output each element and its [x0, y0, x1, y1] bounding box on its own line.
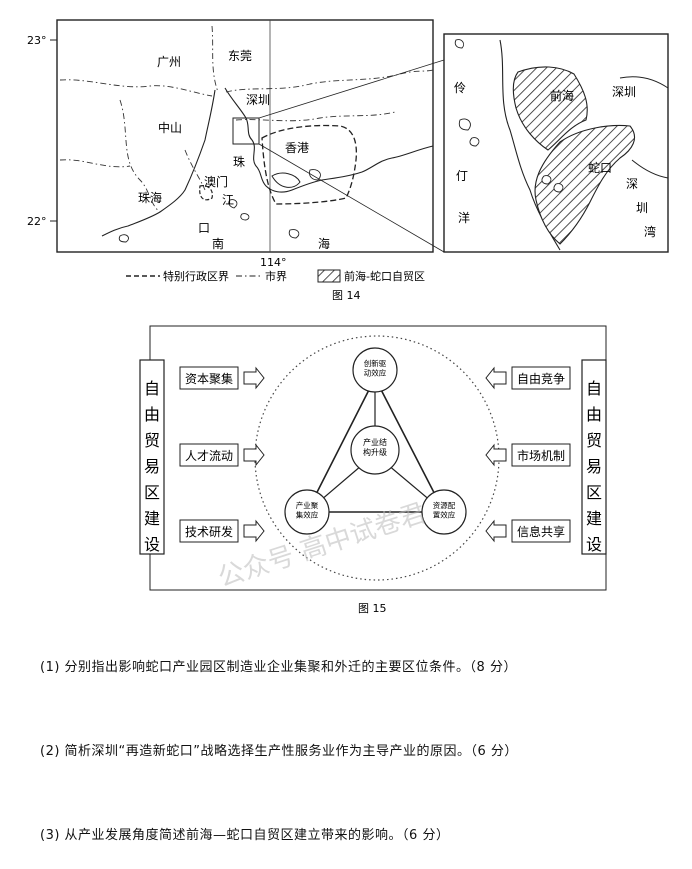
svg-text:人才流动: 人才流动 [185, 449, 233, 463]
inset-label-shen: 深 [626, 177, 638, 191]
question-2: (2) 简析深圳“再造新蛇口”战略选择生产性服务业作为主导产业的原因。（6 分） [40, 744, 518, 759]
right-arrow-2 [485, 443, 507, 467]
label-zhuhai: 珠海 [138, 190, 162, 205]
vertical-title-char: 区 [586, 483, 602, 502]
hongkong-sar-boundary [261, 124, 358, 205]
label-zhongshan: 中山 [158, 120, 182, 135]
label-shenzhen: 深圳 [246, 93, 270, 107]
label-nan: 南 [212, 236, 224, 251]
right-item-1: 自由竞争 [511, 366, 571, 390]
vertical-title-char: 由 [586, 405, 602, 424]
city-boundary-3 [225, 69, 434, 93]
right-item-2: 市场机制 [511, 443, 571, 467]
inset-label-yang: 洋 [458, 210, 470, 225]
label-macau: 澳门 [204, 174, 228, 189]
vertical-title-char: 自 [586, 379, 602, 398]
figure-14-caption: 图 14 [332, 289, 361, 300]
inset-label-shenzhen: 深圳 [612, 85, 636, 99]
island-5 [288, 229, 300, 239]
right-ftz-box [581, 359, 607, 555]
coastline-east [224, 87, 434, 193]
svg-text:自由竞争: 自由竞争 [517, 372, 565, 386]
question-1: (1) 分别指出影响蛇口产业园区制造业企业集聚和外迁的主要区位条件。（8 分） [40, 660, 517, 675]
vertical-title-char: 易 [586, 457, 602, 476]
left-item-2: 人才流动 [179, 443, 239, 467]
figure-14-map: 23° 22° 114° 广州 东莞 深圳 中山 香港 珠 江 澳门 珠海 口 … [27, 19, 669, 300]
island-3 [240, 213, 250, 221]
vertical-title-char: 贸 [586, 431, 602, 450]
inset-label-ling: 伶 [454, 81, 466, 95]
inset-label-ding: 仃 [456, 169, 468, 183]
left-arrow-3 [243, 519, 265, 543]
node-bottom-left-text: 产业聚集效应 [296, 500, 319, 520]
question-3: (3) 从产业发展角度简述前海—蛇口自贸区建立带来的影响。（6 分） [40, 828, 450, 843]
vertical-title-char: 设 [144, 535, 160, 554]
lat-22-label: 22° [27, 215, 47, 228]
vertical-title-char: 区 [144, 483, 160, 502]
label-zhu: 珠 [233, 155, 245, 169]
city-boundary-5 [119, 99, 161, 213]
svg-text:技术研发: 技术研发 [185, 524, 233, 539]
vertical-title-char: 易 [144, 457, 160, 476]
lat-23-label: 23° [27, 34, 47, 47]
right-arrow-3 [485, 519, 507, 543]
island-1 [309, 169, 321, 181]
svg-text:市场机制: 市场机制 [517, 448, 565, 463]
legend-ftz-swatch [317, 269, 341, 283]
node-top-text: 创新驱动效应 [364, 358, 387, 378]
label-kou: 口 [198, 221, 210, 235]
left-item-1: 资本聚集 [179, 366, 239, 390]
legend-ftz-label: 前海-蛇口自贸区 [344, 269, 425, 283]
label-hongkong: 香港 [285, 141, 309, 155]
node-center-text: 产业结构升级 [363, 437, 387, 457]
inset-label-zhen: 圳 [636, 201, 648, 215]
coastline-west [101, 89, 216, 237]
city-boundary-1 [59, 79, 213, 97]
inset-locator-box [232, 117, 260, 145]
vertical-title-char: 贸 [144, 431, 160, 450]
legend-city-label: 市界 [265, 269, 287, 283]
right-item-3: 信息共享 [511, 519, 571, 543]
city-boundary-7 [184, 149, 206, 191]
vertical-title-char: 设 [586, 535, 602, 554]
node-center [350, 425, 400, 475]
left-item-3: 技术研发 [179, 519, 239, 543]
svg-text:信息共享: 信息共享 [517, 524, 565, 539]
node-bottom-right-text: 资源配置效应 [433, 500, 456, 520]
left-ftz-box [139, 359, 165, 555]
triangle [305, 376, 446, 513]
vertical-title-char: 建 [586, 509, 602, 528]
macau-sar-boundary [199, 185, 213, 201]
inset-shekou-zone [534, 125, 635, 245]
island-2 [228, 199, 238, 209]
city-boundary-6 [59, 159, 131, 168]
right-arrow-1 [485, 366, 507, 390]
inset-mainland-shore [619, 76, 669, 89]
node-bottom-right [421, 489, 467, 535]
vertical-title-char: 建 [144, 509, 160, 528]
inset-qianhai-zone [512, 66, 588, 151]
left-arrow-1 [243, 366, 265, 390]
svg-text:资本聚集: 资本聚集 [185, 371, 233, 386]
legend-sar-label: 特别行政区界 [163, 269, 229, 283]
island-lantau [271, 172, 301, 188]
node-bottom-left [284, 489, 330, 535]
figure-15-caption: 图 15 [358, 602, 387, 615]
label-dongguan: 东莞 [228, 49, 252, 63]
lon-114-label: 114° [260, 256, 287, 269]
inset-label-wan: 湾 [644, 224, 656, 239]
label-guangzhou: 广州 [157, 55, 181, 69]
left-arrow-2 [243, 443, 265, 467]
node-top [352, 347, 398, 393]
island-4 [118, 234, 129, 243]
label-hai: 海 [318, 236, 330, 251]
inset-label-qianhai: 前海 [550, 88, 574, 103]
vertical-title-char: 由 [144, 405, 160, 424]
vertical-title-char: 自 [144, 379, 160, 398]
inset-label-shekou: 蛇口 [588, 160, 612, 175]
label-jiang: 江 [222, 193, 234, 207]
